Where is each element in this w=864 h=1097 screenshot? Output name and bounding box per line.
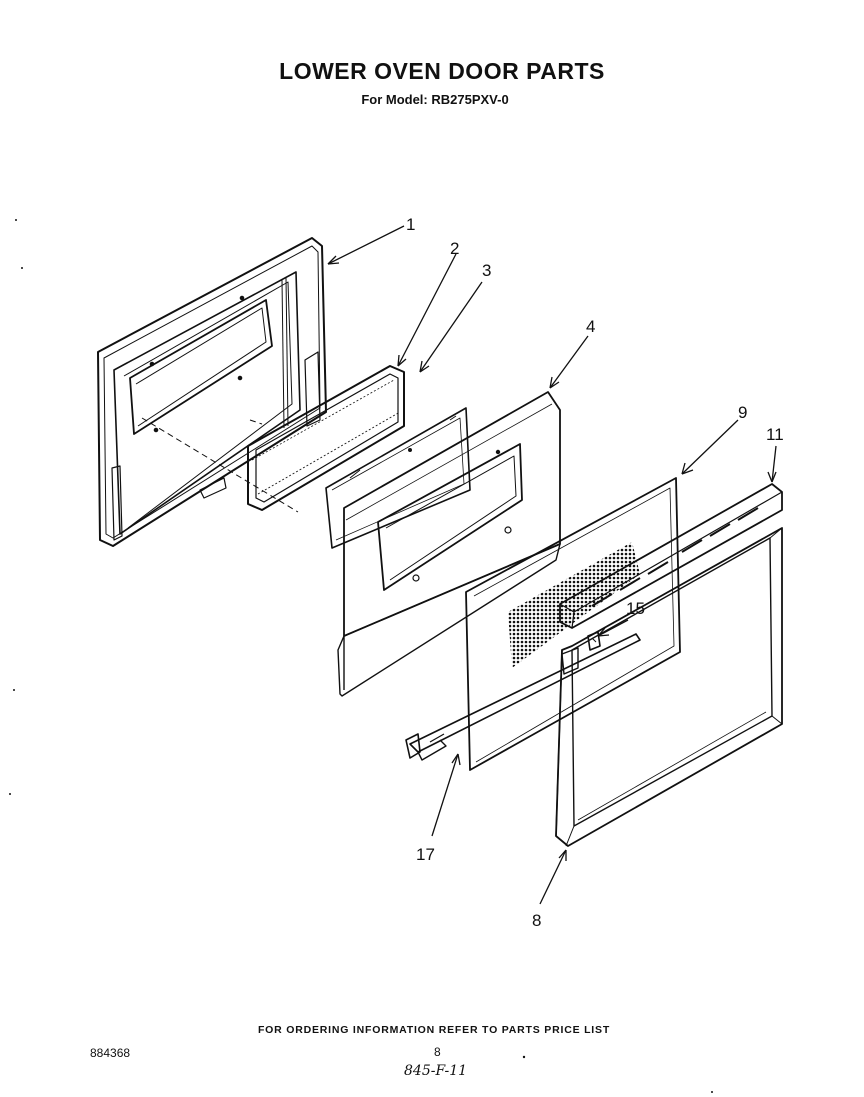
handwritten-code: 845-F-11	[404, 1063, 468, 1079]
callout-15: 15	[626, 599, 645, 618]
model-subtitle: For Model: RB275PXV-0	[361, 92, 509, 107]
page-title: LOWER OVEN DOOR PARTS	[279, 58, 605, 84]
callout-leaders	[327, 225, 777, 905]
callout-9: 9	[738, 403, 747, 422]
part-8-door-frame	[555, 527, 783, 847]
ordering-note: FOR ORDERING INFORMATION REFER TO PARTS …	[257, 1024, 611, 1036]
leader-15-arrow	[597, 619, 629, 637]
part-9-outer-glass	[465, 477, 681, 771]
leader-9-arrow	[681, 419, 739, 475]
callout-8: 8	[532, 911, 541, 930]
page-number: 8	[434, 1045, 441, 1059]
leader-1-arrow	[327, 225, 405, 265]
document-number: 884368	[90, 1046, 131, 1060]
alignment-lines	[141, 417, 299, 513]
leader-8-arrow	[539, 849, 567, 905]
leader-4-arrow	[549, 335, 589, 389]
callout-11: 11	[766, 425, 784, 444]
part-4-outer-door-panel	[337, 391, 561, 697]
callout-3: 3	[482, 261, 491, 280]
part-1-inner-door-liner	[97, 237, 327, 547]
leader-3-arrow	[419, 281, 483, 373]
scan-specks	[9, 219, 713, 1093]
leader-17-arrow	[431, 753, 459, 837]
callout-4: 4	[586, 317, 595, 336]
part-11-vent-channel	[559, 483, 783, 629]
callout-17: 17	[416, 845, 435, 864]
callout-2: 2	[450, 239, 459, 258]
callout-1: 1	[406, 215, 415, 234]
leader-11-arrow	[771, 445, 777, 483]
callout-labels: 1 2 3 4 9 11 15 17 8	[406, 215, 784, 930]
part-17-hinge-bar	[405, 633, 641, 761]
part-3-inner-glass	[325, 407, 471, 549]
part-2-gasket	[247, 365, 405, 511]
leader-2-arrow	[397, 253, 457, 367]
